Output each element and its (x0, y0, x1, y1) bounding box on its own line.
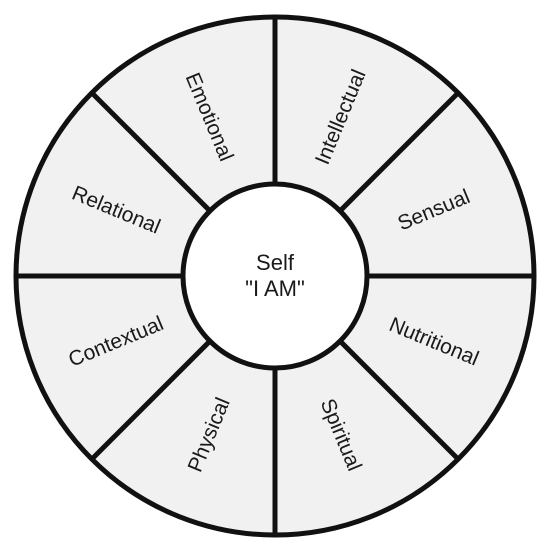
spoke-1 (338, 91, 460, 213)
spoke-7 (90, 91, 212, 213)
spoke-3 (338, 339, 460, 461)
center-subtitle: "I AM" (245, 276, 305, 301)
center-title: Self (256, 250, 295, 275)
center-circle (180, 181, 370, 371)
spokes (16, 17, 534, 535)
spoke-5 (90, 339, 212, 461)
